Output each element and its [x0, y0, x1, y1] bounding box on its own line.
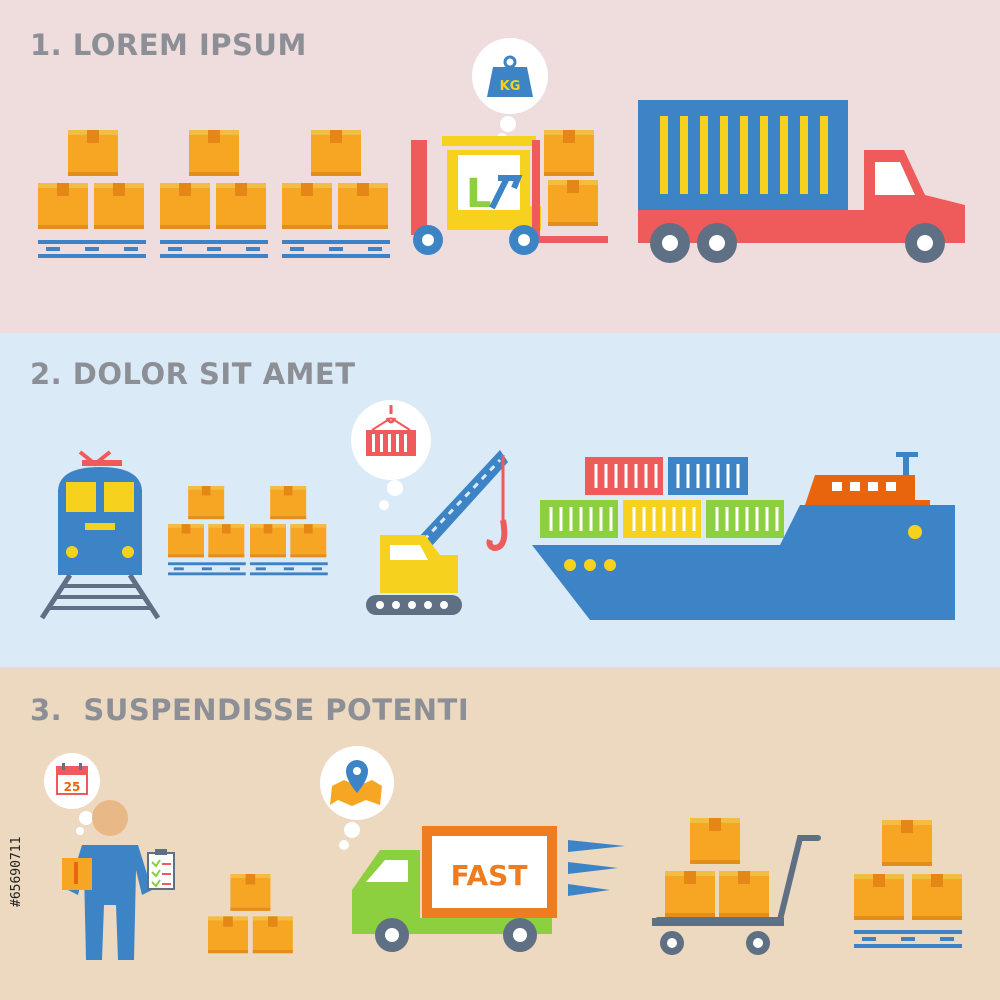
pallet-stack-5 — [250, 486, 328, 576]
cargo-ship-icon — [532, 452, 955, 620]
crane-icon — [366, 450, 508, 615]
van-sign-label: FAST — [451, 859, 528, 892]
train-icon — [39, 450, 161, 620]
weight-thought-bubble: KG — [472, 38, 548, 143]
location-thought-bubble — [320, 746, 394, 850]
hand-cart-icon — [652, 818, 821, 955]
section-3-title: 3. SUSPENDISSE POTENTI — [30, 693, 470, 727]
box-stack — [208, 874, 293, 954]
truck-icon — [638, 100, 965, 263]
weight-unit-label: KG — [500, 79, 521, 94]
forklift-icon: L — [411, 130, 608, 255]
calendar-day-label: 25 — [64, 780, 81, 794]
clipboard-icon — [147, 849, 175, 890]
map-pin-icon — [330, 760, 382, 806]
section-1-title: 1. LOREM IPSUM — [30, 28, 307, 62]
pallet-stack-3 — [282, 130, 390, 258]
pallet-stack-2 — [160, 130, 268, 258]
stock-image-id: #65690711 — [9, 836, 24, 908]
weight-icon: KG — [487, 55, 533, 97]
speed-lines — [568, 840, 625, 896]
container-thought-bubble — [351, 400, 431, 510]
pallet-stack-6 — [854, 820, 962, 948]
cargo-container-icon — [366, 405, 416, 456]
worker-icon — [62, 800, 175, 960]
section-2-title: 2. DOLOR SIT AMET — [30, 357, 356, 391]
delivery-van-icon: FAST — [352, 826, 625, 952]
calendar-icon: 25 — [56, 763, 88, 795]
forklift-seat-letter: L — [466, 171, 492, 217]
calendar-thought-bubble: 25 — [44, 753, 100, 835]
pallet-stack-4 — [168, 486, 246, 576]
pallet-stack-1 — [38, 130, 146, 258]
